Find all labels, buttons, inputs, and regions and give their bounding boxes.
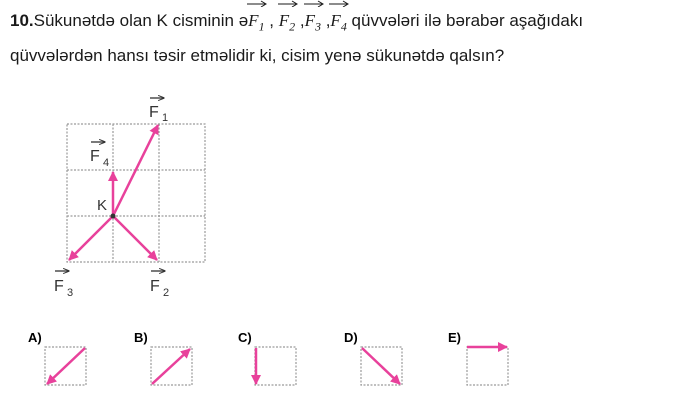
option-b[interactable]: B) [134, 330, 193, 386]
option-c[interactable]: C) [238, 330, 297, 386]
force-f4-label: F 4 [90, 142, 109, 169]
option-d[interactable]: D) [344, 330, 403, 386]
question-line-1: 10.Sükunətdə olan K cisminin əF1 , F2 ,F… [10, 0, 686, 41]
option-b-box [150, 346, 193, 386]
separator: , [320, 11, 331, 30]
option-d-label: D) [344, 330, 358, 345]
force-f3-arrow [68, 215, 114, 261]
svg-text:F: F [149, 104, 159, 121]
svg-text:4: 4 [103, 157, 109, 169]
force-f2-label: F 2 [150, 271, 169, 299]
question-text: 10.Sükunətdə olan K cisminin əF1 , F2 ,F… [10, 0, 686, 70]
point-k-label: K [97, 197, 107, 214]
question-line-2: qüvvələrdən hansı təsir etməlidir ki, ci… [10, 46, 505, 66]
svg-text:3: 3 [67, 287, 73, 299]
svg-text:1: 1 [162, 112, 168, 124]
option-a-arrow [46, 347, 86, 385]
svg-text:F: F [90, 148, 100, 165]
question-text-start: Sükunətdə olan K cisminin ə [33, 11, 249, 30]
option-c-label: C) [238, 330, 252, 345]
separator: , [264, 11, 279, 30]
svg-text:F: F [54, 278, 64, 295]
option-d-box [360, 346, 403, 386]
option-b-label: B) [134, 330, 148, 345]
svg-text:F: F [150, 278, 160, 295]
option-e-box [466, 346, 509, 386]
force-f3-label: F 3 [54, 271, 73, 299]
question-text-end: qüvvələri ilə bərabər aşağıdakı [346, 11, 584, 30]
option-a-box [44, 346, 87, 386]
option-e-label: E) [448, 330, 461, 345]
force-f2-arrow [112, 215, 158, 261]
point-k [110, 213, 116, 219]
grid [66, 123, 206, 263]
option-e[interactable]: E) [448, 330, 509, 386]
option-b-arrow [151, 348, 191, 385]
svg-text:2: 2 [163, 287, 169, 299]
option-a-label: A) [28, 330, 42, 345]
question-number: 10. [10, 11, 34, 30]
option-c-box [254, 346, 297, 386]
separator: , [295, 11, 305, 30]
force-f1-label: F 1 [149, 98, 168, 124]
option-a[interactable]: A) [28, 330, 87, 386]
option-d-arrow [361, 347, 401, 385]
force-f1-arrow [111, 124, 160, 217]
